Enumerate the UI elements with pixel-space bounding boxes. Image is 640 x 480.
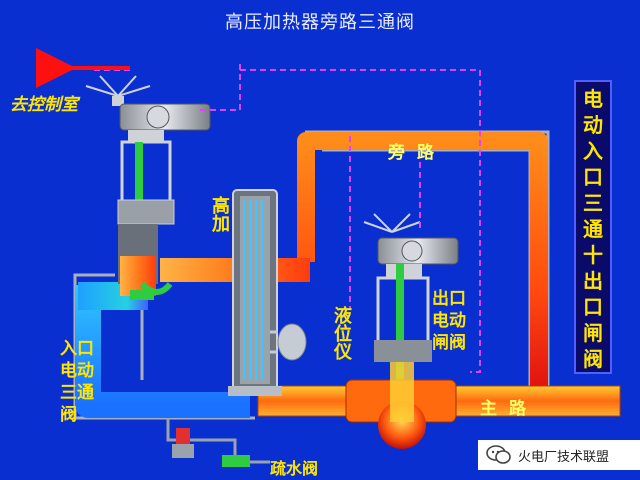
watermark-text: 火电厂技术联盟 — [518, 450, 610, 465]
inlet-valve-label: 入口电动三通阀 — [60, 338, 120, 426]
drain-valve — [166, 418, 270, 467]
hp-heater — [228, 189, 282, 396]
side-note-box: 电动入口三通十出口闸阀 — [574, 80, 612, 374]
wechat-icon — [486, 445, 511, 464]
outlet-valve-label: 出口电动闸阀 — [432, 288, 492, 354]
outlet-valve-text: 出口电动闸阀 — [432, 289, 466, 353]
control-room-label: 去控制室 — [10, 95, 78, 115]
inlet-three-way-valve — [85, 75, 211, 300]
outlet-gate-valve — [345, 213, 459, 449]
bypass-pipe — [297, 132, 548, 392]
level-gauge-label: 液位仪 — [331, 306, 352, 360]
side-note-text: 电动入口三通十出口闸阀 — [583, 87, 603, 371]
drain-valve-label: 疏水阀 — [270, 459, 319, 478]
bypass-label: 旁路 — [388, 143, 446, 163]
inlet-valve-text: 入口电动三通阀 — [60, 339, 94, 425]
inlet-pipe — [75, 285, 250, 418]
hp-heater-label: 高加 — [209, 196, 230, 232]
diagram-title: 高压加热器旁路三通阀 — [225, 12, 415, 33]
main-line-label: 主路 — [480, 399, 538, 419]
level-gauge — [270, 323, 307, 361]
watermark: 火电厂技术联盟 — [478, 440, 640, 470]
